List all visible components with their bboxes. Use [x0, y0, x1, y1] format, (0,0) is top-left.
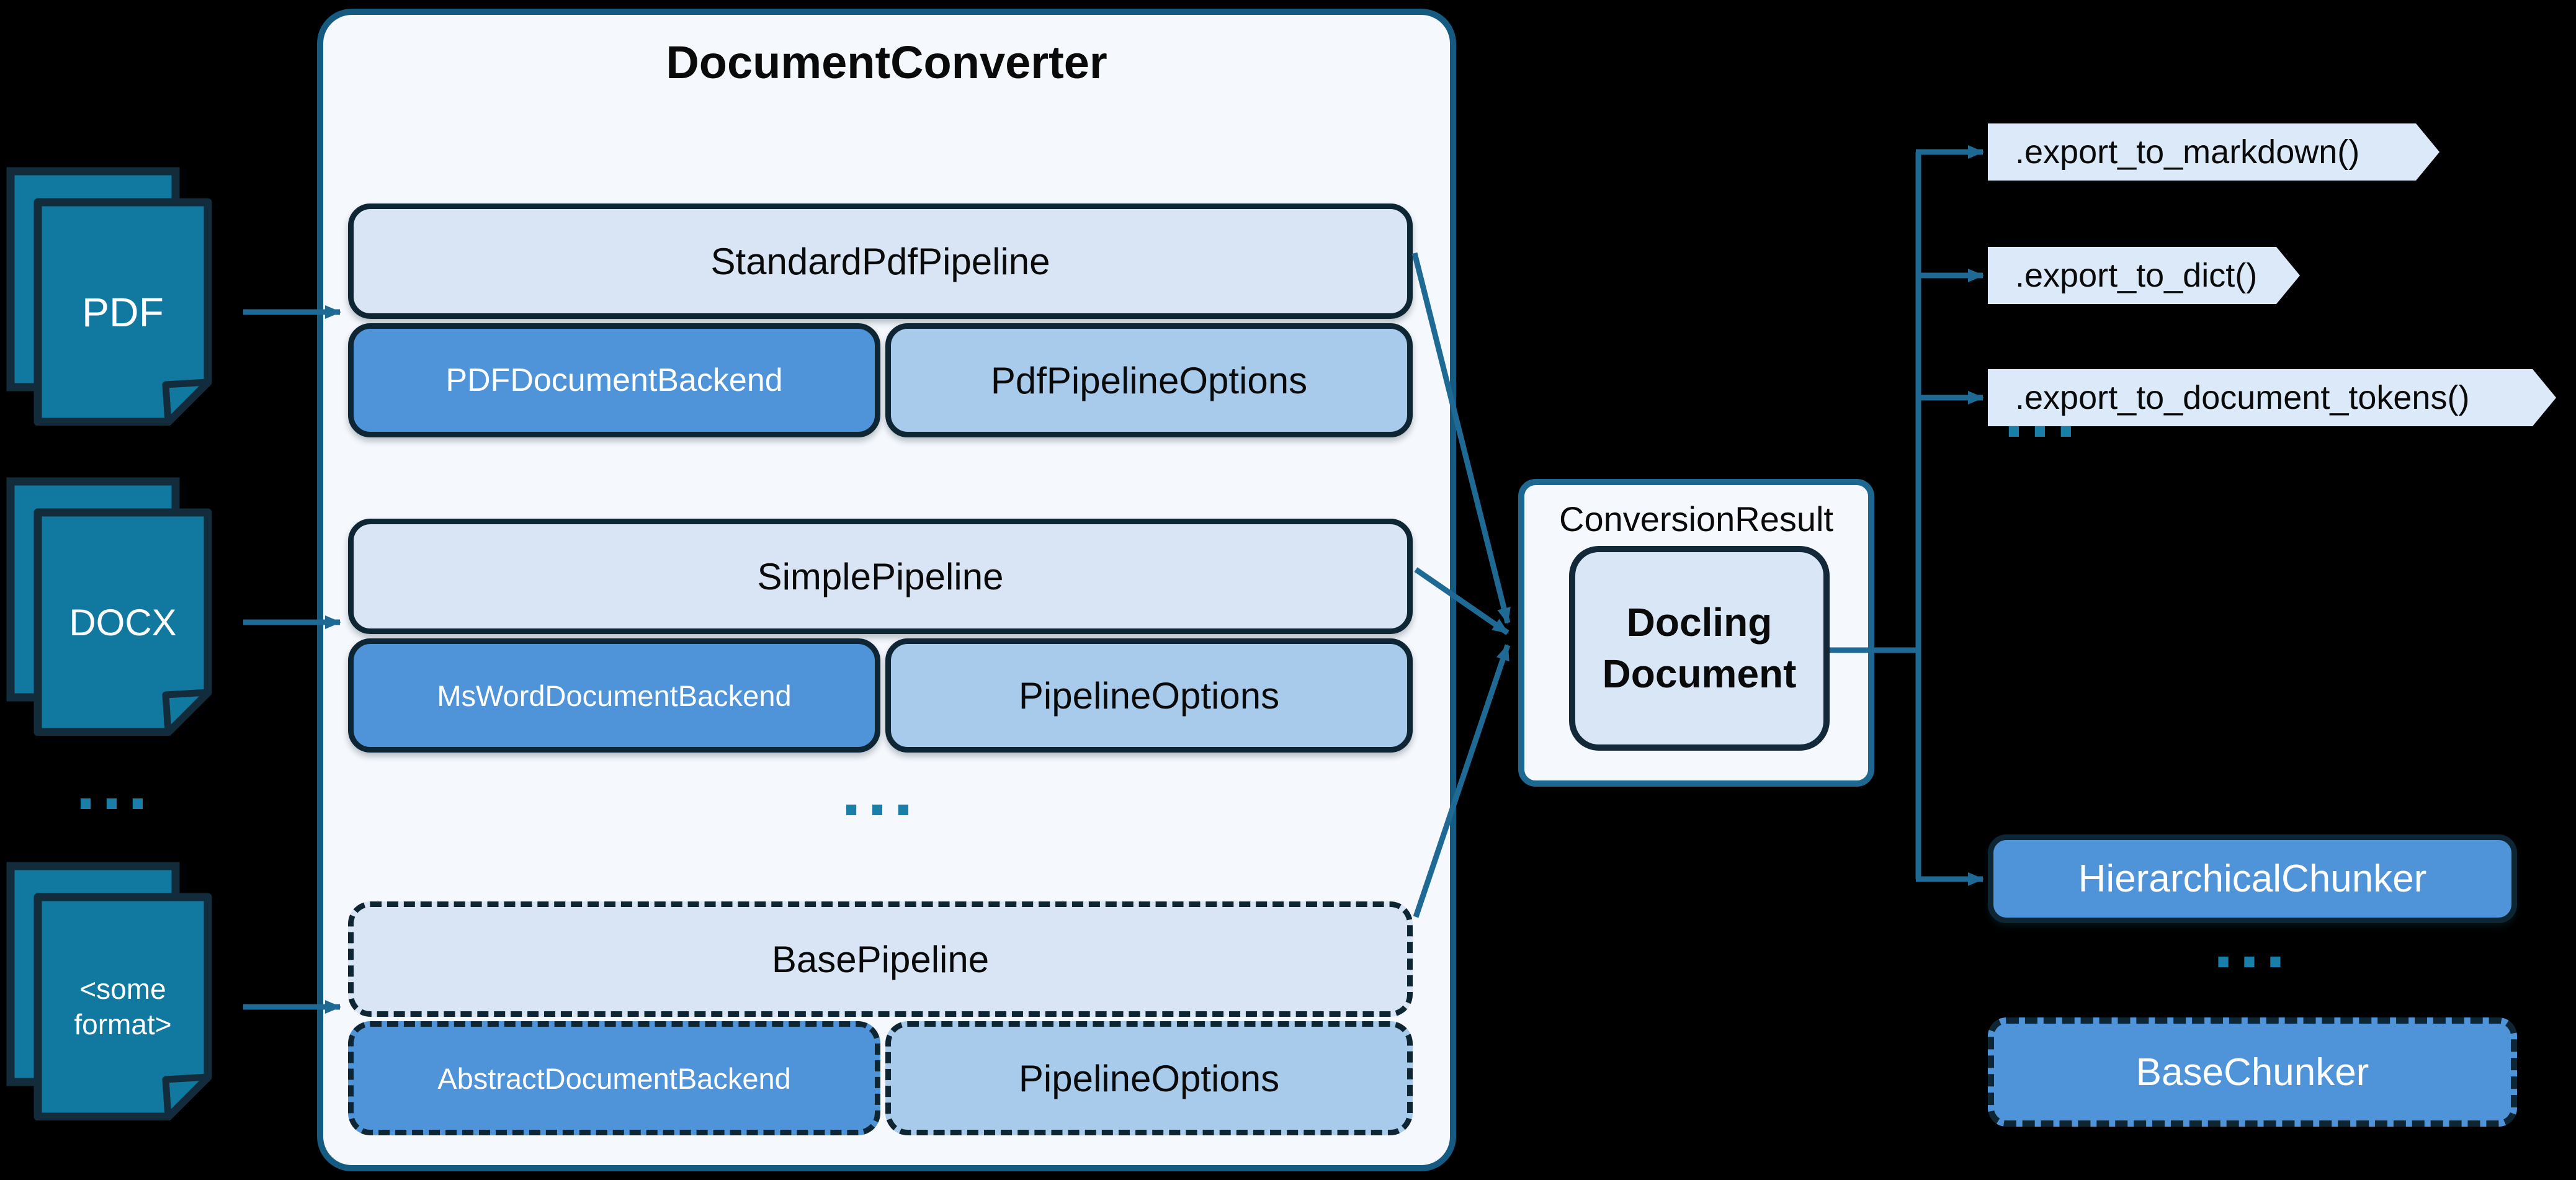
export-to-document-tokens-tag: .export_to_document_tokens()	[1988, 369, 2556, 426]
hierarchical-chunker-box: HierarchicalChunker	[1988, 834, 2517, 923]
abstract-document-backend-box: AbstractDocumentBackend	[348, 1021, 880, 1135]
page-fold-corner	[162, 378, 212, 426]
msword-document-backend-box: MsWordDocumentBackend	[348, 638, 880, 753]
docx-documents-icon: DOCX	[3, 475, 214, 736]
conversion-result-box: ConversionResult Docling Document	[1518, 479, 1874, 787]
page-fold-corner	[162, 1073, 212, 1120]
base-pipeline-box: BasePipeline	[348, 901, 1413, 1017]
pipelines-ellipsis: ...	[841, 751, 919, 831]
document-stack-icon	[6, 167, 212, 426]
docling-document-box: Docling Document	[1569, 546, 1830, 751]
document-stack-icon	[6, 477, 212, 736]
base-chunker-box: BaseChunker	[1988, 1017, 2517, 1127]
document-converter-title: DocumentConverter	[666, 37, 1107, 88]
simple-pipeline-box: SimplePipeline	[348, 519, 1413, 634]
chunkers-ellipsis: ...	[2213, 903, 2292, 983]
document-converter-container: DocumentConverter StandardPdfPipeline PD…	[317, 9, 1456, 1171]
pdf-documents-icon: PDF	[3, 165, 214, 426]
pdf-document-backend-box: PDFDocumentBackend	[348, 323, 880, 437]
some-format-label: <some format>	[74, 972, 172, 1041]
base-pipeline-options-box: PipelineOptions	[885, 1021, 1413, 1135]
export-to-dict-tag: .export_to_dict()	[1988, 247, 2300, 304]
exports-ellipsis: ...	[2004, 373, 2082, 452]
docx-label: DOCX	[69, 601, 177, 643]
pdf-label: PDF	[82, 288, 164, 335]
export-to-markdown-tag: .export_to_markdown()	[1988, 123, 2440, 181]
document-stack-icon	[6, 862, 212, 1120]
standard-pdf-pipeline-box: StandardPdfPipeline	[348, 203, 1413, 319]
pdf-pipeline-options-box: PdfPipelineOptions	[885, 323, 1413, 437]
pipeline-options-box: PipelineOptions	[885, 638, 1413, 753]
page-fold-corner	[162, 689, 212, 736]
some-format-documents-icon: <some format>	[3, 860, 214, 1120]
inputs-ellipsis: ...	[76, 745, 154, 825]
conversion-result-label: ConversionResult	[1559, 499, 1833, 539]
